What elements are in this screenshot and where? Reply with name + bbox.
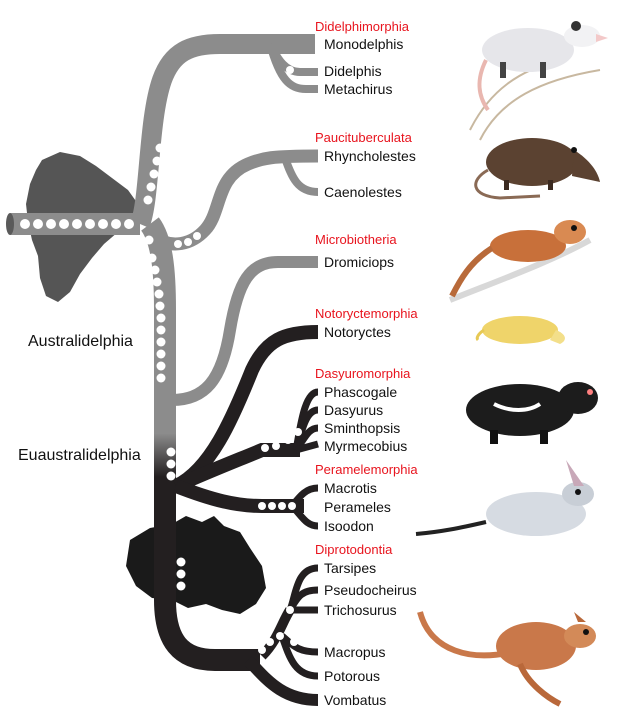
genus-label: Dromiciops [324,254,394,270]
genus-label: Trichosurus [324,602,397,618]
genus-label: Vombatus [324,692,386,708]
order-label-notoryctemorphia: Notoryctemorphia [315,306,418,321]
genus-label: Rhyncholestes [324,148,416,164]
genus-label: Notoryctes [324,324,391,340]
shrew-opossum-illustration [474,138,600,200]
genus-label: Tarsipes [324,560,376,576]
genus-label: Potorous [324,668,380,684]
genus-label: Macrotis [324,480,377,496]
marsupial-mole-illustration [475,316,565,344]
genus-label: Myrmecobius [324,438,407,454]
branch-paucituberculata [148,149,319,251]
tasmanian-devil-illustration [466,382,598,444]
kangaroo-illustration [417,611,596,707]
order-label-dasyuromorphia: Dasyuromorphia [315,366,411,381]
branch-notoryctemorphia [172,325,319,493]
branch-microbiotheria [171,256,318,406]
genus-label: Dasyurus [324,402,383,418]
order-label-microbiotheria: Microbiotheria [315,232,397,247]
genus-label: Metachirus [324,81,392,97]
branch-peramelemorphia [173,479,304,513]
bilby-illustration [415,460,594,536]
genus-label: Sminthopsis [324,420,400,436]
order-label-paucituberculata: Paucituberculata [315,130,413,145]
order-label-peramelemorphia: Peramelemorphia [315,462,418,477]
genus-label: Monodelphis [324,36,403,52]
monito-del-monte-illustration [448,220,592,303]
genus-label: Didelphis [324,63,382,79]
australia-map-icon [126,516,266,614]
genus-label: Pseudocheirus [324,582,417,598]
clade-label-euaustralidelphia: Euaustralidelphia [18,447,141,464]
genus-label: Perameles [324,499,391,515]
genus-label: Caenolestes [324,184,402,200]
opossum-illustration [469,21,608,141]
branch-diprotodontia [243,564,319,706]
branch-dasyuromorphia [173,443,300,493]
order-label-didelphimorphia: Didelphimorphia [315,19,410,34]
order-label-diprotodontia: Diprotodontia [315,542,393,557]
genus-label: Macropus [324,644,385,660]
clade-label-australidelphia: Australidelphia [28,333,133,350]
genus-label: Isoodon [324,518,374,534]
branch-didelphimorphia [130,34,315,228]
genus-label: Phascogale [324,384,397,400]
node-markers [20,66,302,654]
